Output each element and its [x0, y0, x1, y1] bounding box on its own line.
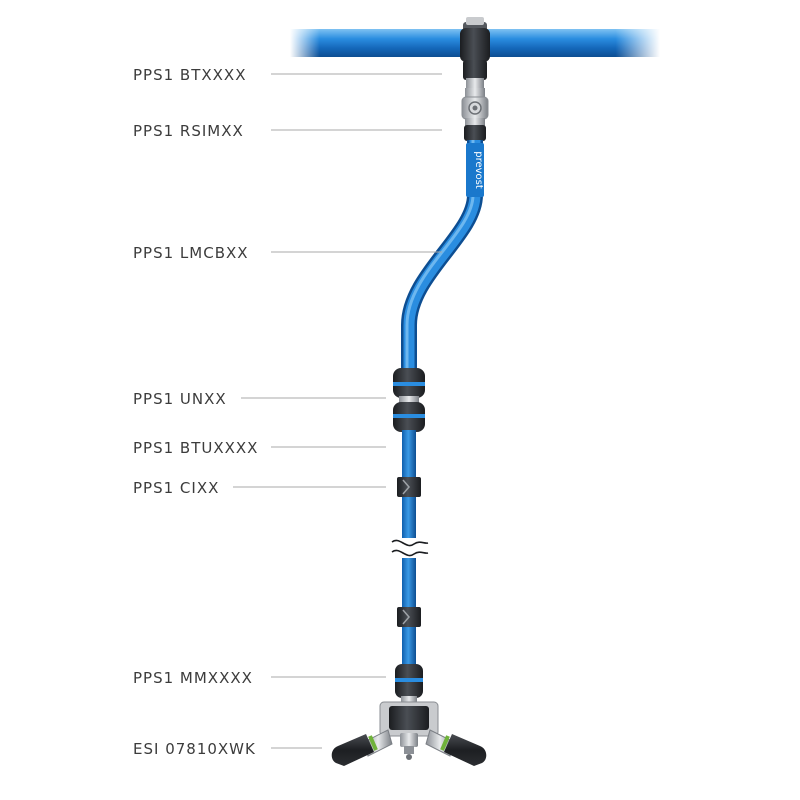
pipe-break-icon — [391, 539, 429, 547]
union-fitting — [393, 368, 425, 432]
label-branch-tee: PPS1 BTXXXX — [133, 66, 246, 84]
right-quick-coupler — [425, 729, 487, 766]
branch-tee-fitting — [460, 17, 490, 88]
label-bent-pipe: PPS1 LMCBXX — [133, 244, 249, 262]
ball-valve — [461, 88, 489, 141]
brand-label: prevost — [473, 151, 484, 189]
left-quick-coupler — [331, 729, 393, 766]
bent-drop-pipe: prevost — [401, 140, 484, 370]
label-pipe-clip: PPS1 CIXX — [133, 479, 219, 497]
label-drop-pipe: PPS1 BTUXXXX — [133, 439, 258, 457]
label-male-adapter: PPS1 MMXXXX — [133, 669, 253, 687]
vertical-drop-pipe — [391, 430, 429, 668]
label-outlet-station: ESI 07810XWK — [133, 740, 256, 758]
leader-lines — [233, 73, 442, 749]
label-union: PPS1 UNXX — [133, 390, 227, 408]
pipe-clip-upper — [397, 477, 421, 497]
part-labels: PPS1 BTXXXX PPS1 RSIMXX PPS1 LMCBXX PPS1… — [133, 66, 258, 758]
male-adapter-fitting — [395, 664, 423, 704]
outlet-station — [331, 701, 487, 766]
label-ball-valve: PPS1 RSIMXX — [133, 122, 244, 140]
pipe-clip-lower — [397, 607, 421, 627]
